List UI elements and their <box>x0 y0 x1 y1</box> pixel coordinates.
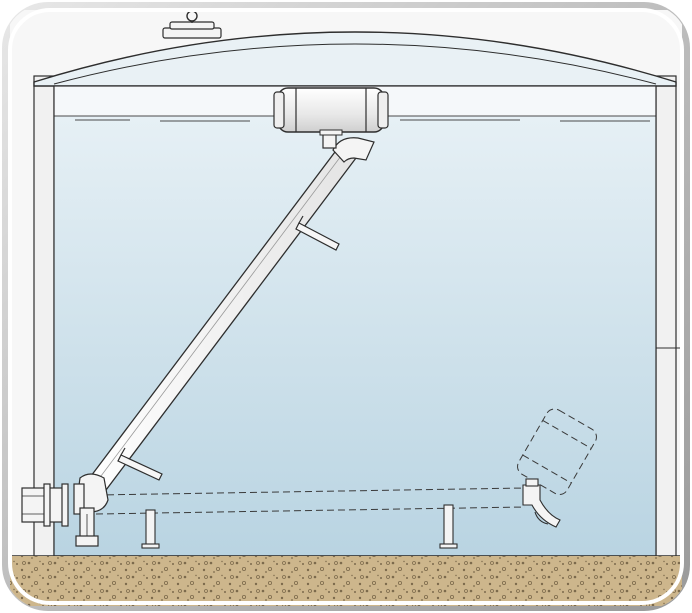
liquid-surface <box>54 115 656 122</box>
gravel-foundation <box>10 556 682 606</box>
domed-roof <box>33 31 677 87</box>
roof-hatch <box>162 10 222 39</box>
liquid-fill <box>54 116 656 556</box>
upper-elbow <box>322 133 375 163</box>
frame-inner-edge <box>8 8 684 605</box>
outlet-nozzle-flange <box>21 483 69 527</box>
lowered-elbow <box>522 478 561 528</box>
swivel-joint <box>73 473 109 547</box>
lowered-pipe-supports <box>141 504 458 549</box>
pipe-support-brackets <box>117 215 340 481</box>
floating-suction-float <box>273 87 389 136</box>
